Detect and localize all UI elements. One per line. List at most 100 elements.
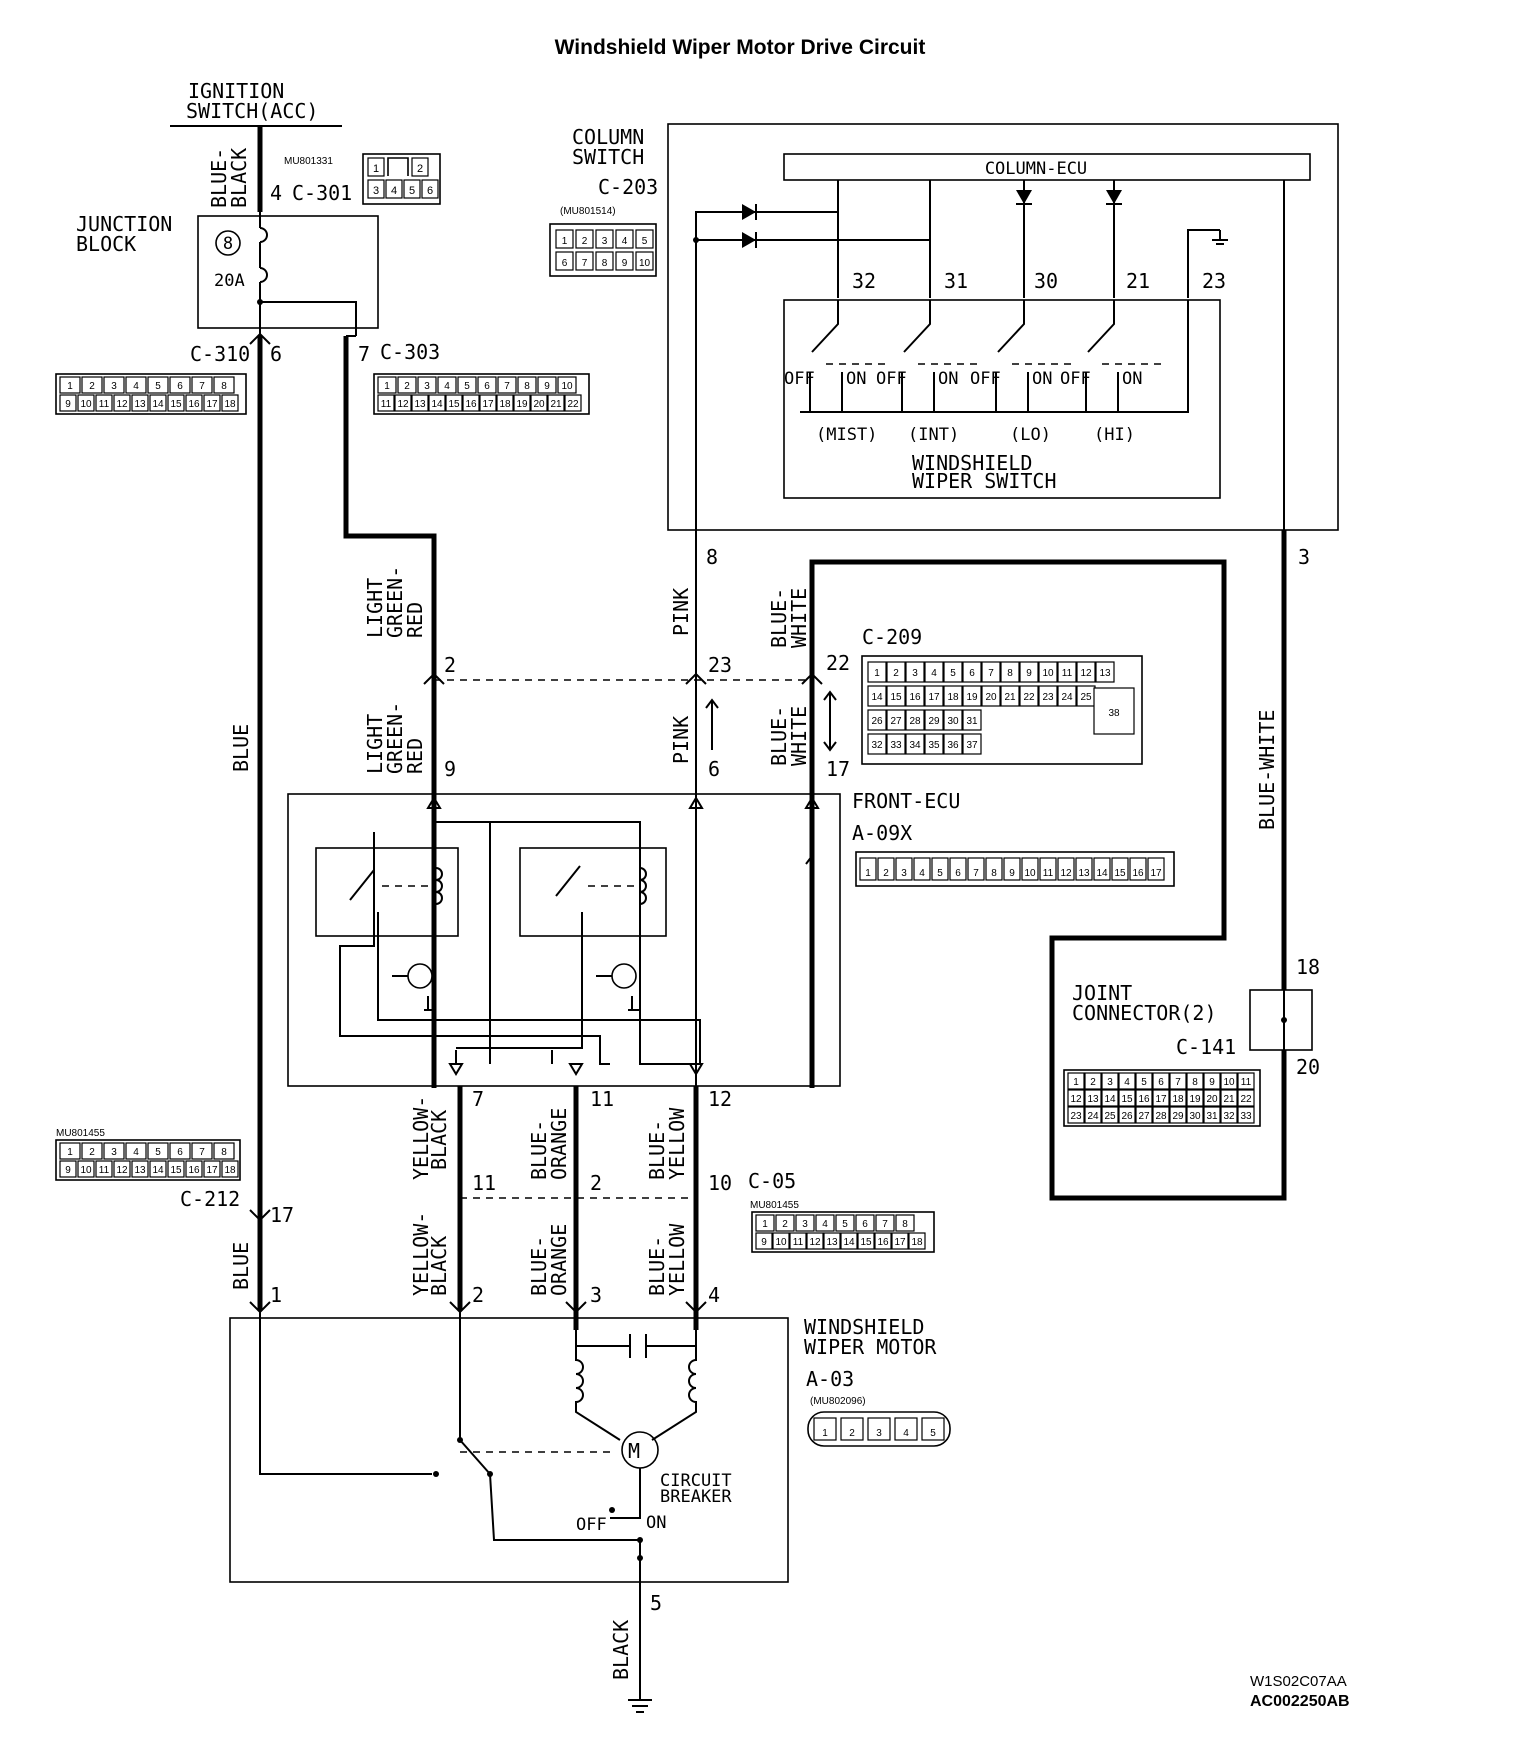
connector-pin-label: 9	[65, 1165, 71, 1176]
connector-pin-label: 4	[622, 236, 628, 247]
pin-fe-out-by: 12	[708, 1087, 732, 1111]
wire-label-yb-1a: YELLOW-	[409, 1096, 433, 1180]
connector-pin	[985, 857, 1003, 881]
connector-pin-label: 7	[199, 1147, 205, 1158]
connector-pin-label: 20	[985, 692, 997, 703]
svg-text:5: 5	[409, 185, 415, 197]
connector-pin	[103, 376, 125, 394]
junction-branch	[260, 301, 357, 337]
breaker-label-1: CIRCUIT	[660, 1471, 732, 1491]
wire-label-blue-black-1: BLUE-	[207, 148, 231, 208]
wire-label-bw-1b: WHITE	[787, 588, 811, 648]
wire-label-pink-2: PINK	[669, 716, 693, 764]
connector-pin	[1220, 1089, 1238, 1107]
connector-pin-label: 18	[499, 399, 511, 410]
connector-pin-label: 19	[1189, 1094, 1201, 1105]
connector-pin-label: 2	[883, 868, 889, 879]
mode-hi: (HI)	[1094, 425, 1135, 445]
connector-pin-label: 4	[133, 381, 139, 392]
joint-connector-box	[1249, 989, 1313, 1051]
connector-pin-label: 12	[116, 399, 128, 410]
pin-m-blue: 1	[270, 1283, 282, 1307]
connector-pin-label: 6	[955, 868, 961, 879]
wiper-switch-label-2: WIPER SWITCH	[912, 469, 1057, 493]
connector-pin	[615, 229, 634, 249]
wire-label-by-2b: YELLOW	[665, 1223, 689, 1296]
c212-part: MU801455	[56, 1128, 105, 1139]
wire-label-pink-1: PINK	[669, 588, 693, 636]
connector-pin	[1169, 1072, 1187, 1090]
wire-label-bw-2a: BLUE-	[767, 706, 791, 766]
connector-pin-label: 6	[969, 668, 975, 679]
connector-pin	[191, 1142, 213, 1160]
connector-pin	[1000, 661, 1020, 683]
connector-pin-label: 14	[871, 692, 883, 703]
connector-pin-label: 34	[909, 740, 921, 751]
connector-pin-label: 5	[1141, 1077, 1147, 1088]
connector-pin	[221, 394, 239, 412]
connector-pin-label: 7	[199, 381, 205, 392]
junction-label-1: JUNCTION	[76, 212, 172, 236]
connector-pin-label: 12	[397, 399, 409, 410]
connector-pin	[1076, 661, 1096, 683]
connector-pin-label: 16	[188, 399, 200, 410]
connector-pin	[1220, 1106, 1238, 1124]
connector-pin	[1084, 1106, 1102, 1124]
wire-label-lgr-2a: LIGHT	[363, 714, 387, 774]
connector-pin	[981, 685, 1001, 707]
connector-pin-label: 4	[1124, 1077, 1130, 1088]
c301-name: C-301	[292, 181, 352, 205]
connector-pin-label: 11	[381, 399, 392, 410]
connector-pin-label: 9	[1209, 1077, 1215, 1088]
pin-c209-lgr: 2	[444, 653, 456, 677]
connector-pin	[59, 1160, 77, 1178]
connector-pin-label: 22	[1240, 1094, 1252, 1105]
column-pin-30: 30	[1034, 269, 1058, 293]
pin-c05-bo: 2	[590, 1171, 602, 1195]
connector-pin-label: 30	[1189, 1111, 1201, 1122]
fuse-rating: 20A	[214, 271, 245, 291]
connector-pin	[867, 685, 887, 707]
connector-pin-label: 5	[464, 381, 470, 392]
connector-pin-label: 21	[550, 399, 562, 410]
connector-pin-label: 7	[973, 868, 979, 879]
connector-pin	[874, 1232, 892, 1250]
connector-pin	[1067, 1106, 1085, 1124]
connector-pin-label: 9	[1026, 668, 1032, 679]
connector-pin-label: 20	[533, 399, 545, 410]
connector-pin	[867, 1417, 891, 1441]
column-pin-23: 23	[1202, 269, 1226, 293]
connector-pin-label: 5	[950, 668, 956, 679]
connector-pin-label: 30	[947, 716, 959, 727]
connector-pin	[1118, 1089, 1136, 1107]
connector-pin	[895, 857, 913, 881]
connector-pin-label: 10	[1024, 868, 1036, 879]
connector-pin	[924, 685, 944, 707]
connector-pin	[113, 1160, 131, 1178]
connector-pin-label: 6	[1158, 1077, 1164, 1088]
switch-on-label: ON	[1032, 369, 1052, 389]
connector-pin-label: 36	[947, 740, 959, 751]
connector-pin-label: 6	[177, 1147, 183, 1158]
connector-pin-label: 2	[849, 1428, 855, 1439]
connector-pin-label: 4	[822, 1219, 828, 1230]
connector-pin	[615, 251, 634, 271]
connector-pin	[185, 1160, 203, 1178]
connector-pin	[377, 394, 395, 412]
connector-pin	[437, 376, 457, 394]
connector-pin	[635, 229, 654, 249]
pin-c209-bw: 22	[826, 651, 850, 675]
c209-arrows	[423, 672, 823, 685]
column-ecu-label: COLUMN-ECU	[985, 159, 1087, 179]
connector-pin-label: 10	[561, 381, 573, 392]
c301-part: MU801331	[284, 156, 333, 167]
connector-pin-label: 11	[1241, 1077, 1252, 1088]
connector-pin	[575, 229, 594, 249]
connector-pin	[1019, 661, 1039, 683]
pin-c212: 17	[270, 1203, 294, 1227]
switch-contact	[901, 300, 935, 412]
connector-pin	[1135, 1106, 1153, 1124]
wire-label-by-1b: YELLOW	[665, 1107, 689, 1180]
